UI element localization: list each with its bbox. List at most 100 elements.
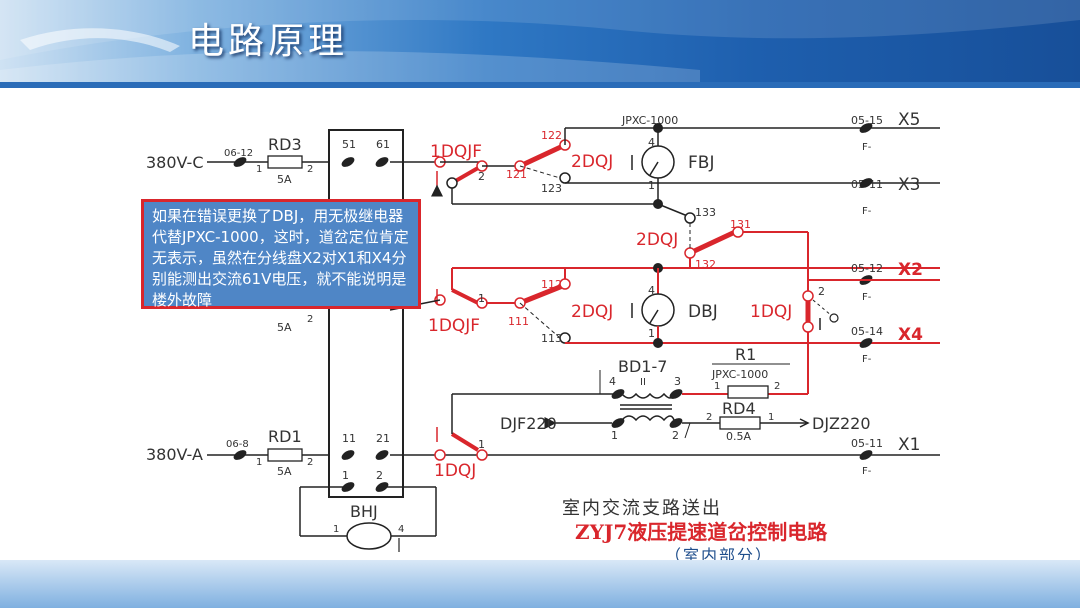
svg-text:2DQJ: 2DQJ: [571, 302, 613, 322]
svg-text:0.5A: 0.5A: [726, 430, 751, 443]
caption-branch: 室内交流支路送出: [562, 498, 722, 519]
svg-text:132: 132: [695, 258, 716, 271]
svg-text:1: 1: [648, 179, 655, 192]
svg-text:2: 2: [307, 314, 313, 325]
fuse-rd3: [267, 155, 303, 169]
fuse-rd3-label: RD3: [268, 135, 302, 154]
svg-text:121: 121: [506, 168, 527, 181]
svg-text:05-15: 05-15: [851, 114, 883, 127]
svg-text:05-12: 05-12: [851, 262, 883, 275]
fuse-rd1-label: RD1: [268, 427, 302, 446]
fuse-rd3-rating: 5A: [277, 173, 292, 186]
header-divider: [0, 82, 1080, 88]
svg-text:4: 4: [648, 136, 655, 149]
svg-text:2: 2: [307, 164, 313, 175]
svg-text:2: 2: [774, 381, 780, 392]
relay-bhj: 1 2 BHJ 1 4: [299, 469, 437, 552]
resistor-r1: R1 JPXC-1000 1 2: [711, 345, 790, 399]
svg-text:11: 11: [342, 432, 356, 445]
svg-text:3: 3: [674, 375, 681, 388]
svg-text:123: 123: [541, 182, 562, 195]
relay-1dqj-right-label: 1DQJ: [750, 302, 792, 322]
relay-1dqjf-mid: 1DQJF: [428, 316, 480, 336]
svg-text:21: 21: [376, 432, 390, 445]
output-x5: X5: [898, 110, 920, 130]
fuse-rd4: RD4 0.5A 2 1 DJZ220: [706, 399, 871, 443]
svg-text:1: 1: [648, 327, 655, 340]
header-swoosh: [0, 0, 1080, 82]
svg-text:133: 133: [695, 206, 716, 219]
svg-text:2DQJ: 2DQJ: [571, 152, 613, 172]
relay-1dqj-right: 2 1DQJ: [750, 285, 839, 394]
fuse-rd1-rating: 5A: [277, 465, 292, 478]
terminal-06-12: 06-12: [224, 148, 253, 159]
caption-title: ZYJ7液压提速道岔控制电路: [575, 520, 828, 544]
relay-fbj-label: FBJ: [688, 153, 714, 173]
page-title: 电路原理: [188, 21, 349, 62]
supply-djz220: DJZ220: [812, 414, 871, 433]
output-x2: X2: [898, 260, 923, 280]
fuse-rd1: [267, 448, 303, 462]
svg-text:2: 2: [672, 429, 679, 442]
svg-text:1: 1: [333, 524, 339, 535]
svg-text:F-: F-: [862, 142, 872, 153]
svg-text:122: 122: [541, 129, 562, 142]
relay-fbj: JPXC-1000 4 1 FBJ: [621, 114, 714, 209]
svg-text:113: 113: [541, 332, 562, 345]
svg-text:F-: F-: [862, 466, 872, 477]
relay-2dqj-bridge: 133 131 132 2DQJ: [452, 203, 940, 294]
footer-band: [0, 560, 1080, 608]
svg-text:RD4: RD4: [722, 399, 756, 418]
contact-2dqj-top: [518, 142, 567, 169]
svg-text:05-14: 05-14: [851, 325, 883, 338]
svg-text:4: 4: [648, 284, 655, 297]
svg-text:1: 1: [611, 429, 618, 442]
svg-text:2: 2: [818, 285, 825, 298]
circuit-diagram: 380V-C RD3 5A 06-12 1 2 51 61 1DQJF 2 12…: [146, 110, 940, 552]
relay-dbj-group: 1 1DQJF 112 111 113 2DQJ 4 1 DBJ: [428, 268, 940, 348]
source-c-label: 380V-C: [146, 153, 204, 172]
output-x3: X3: [898, 175, 920, 195]
svg-text:F-: F-: [862, 354, 872, 365]
output-x4: X4: [898, 325, 923, 345]
svg-text:1: 1: [714, 381, 720, 392]
svg-text:2DQJ: 2DQJ: [636, 230, 678, 250]
svg-text:4: 4: [609, 375, 616, 388]
svg-text:2: 2: [376, 469, 383, 482]
svg-text:111: 111: [508, 315, 529, 328]
svg-text:05-11: 05-11: [851, 437, 883, 450]
svg-text:1: 1: [478, 438, 485, 451]
output-x1: X1: [898, 435, 920, 455]
phase-c-circuit: 380V-C RD3 5A 06-12 1 2 51 61 1DQJF 2: [146, 135, 658, 205]
svg-text:112: 112: [541, 278, 562, 291]
svg-text:2: 2: [307, 457, 313, 468]
svg-text:JPXC-1000: JPXC-1000: [621, 114, 678, 127]
output-terminals-top: 05-15 F- X5 05-11 F- X3: [851, 110, 920, 217]
svg-text:1: 1: [478, 292, 485, 305]
contact-1dqj-bottom: [450, 432, 480, 452]
svg-text:61: 61: [376, 138, 390, 151]
phase-a-circuit: 380V-A RD1 5A 06-8 1 2 11 21 1 1DQJ 05-1…: [146, 393, 940, 481]
svg-text:51: 51: [342, 138, 356, 151]
svg-text:JPXC-1000: JPXC-1000: [711, 368, 768, 381]
relay-dbj-label: DBJ: [688, 302, 718, 322]
supply-djf220: DJF220: [500, 414, 557, 433]
svg-text:4: 4: [398, 524, 404, 535]
relay-1dqjf-top: 1DQJF: [430, 142, 482, 162]
svg-text:1: 1: [256, 164, 262, 175]
svg-text:1: 1: [256, 457, 262, 468]
relay-2dqj-top-group: 122 121 123 2DQJ: [506, 127, 940, 195]
source-a-label: 380V-A: [146, 445, 203, 464]
relay-1dqj-bottom: 1DQJ: [434, 461, 476, 481]
header-banner: 电路原理: [0, 0, 1080, 82]
svg-text:BD1-7: BD1-7: [618, 357, 667, 376]
svg-text:F-: F-: [862, 292, 872, 303]
output-terminal-x2: 05-12 F- X2: [808, 260, 940, 303]
svg-text:1: 1: [342, 469, 349, 482]
train-icon: [20, 28, 180, 52]
terminal-06-8: 06-8: [226, 439, 249, 450]
svg-text:2: 2: [706, 412, 712, 423]
svg-text:F-: F-: [862, 206, 872, 217]
relay-bhj-label: BHJ: [350, 502, 378, 521]
svg-text:II: II: [640, 377, 646, 388]
